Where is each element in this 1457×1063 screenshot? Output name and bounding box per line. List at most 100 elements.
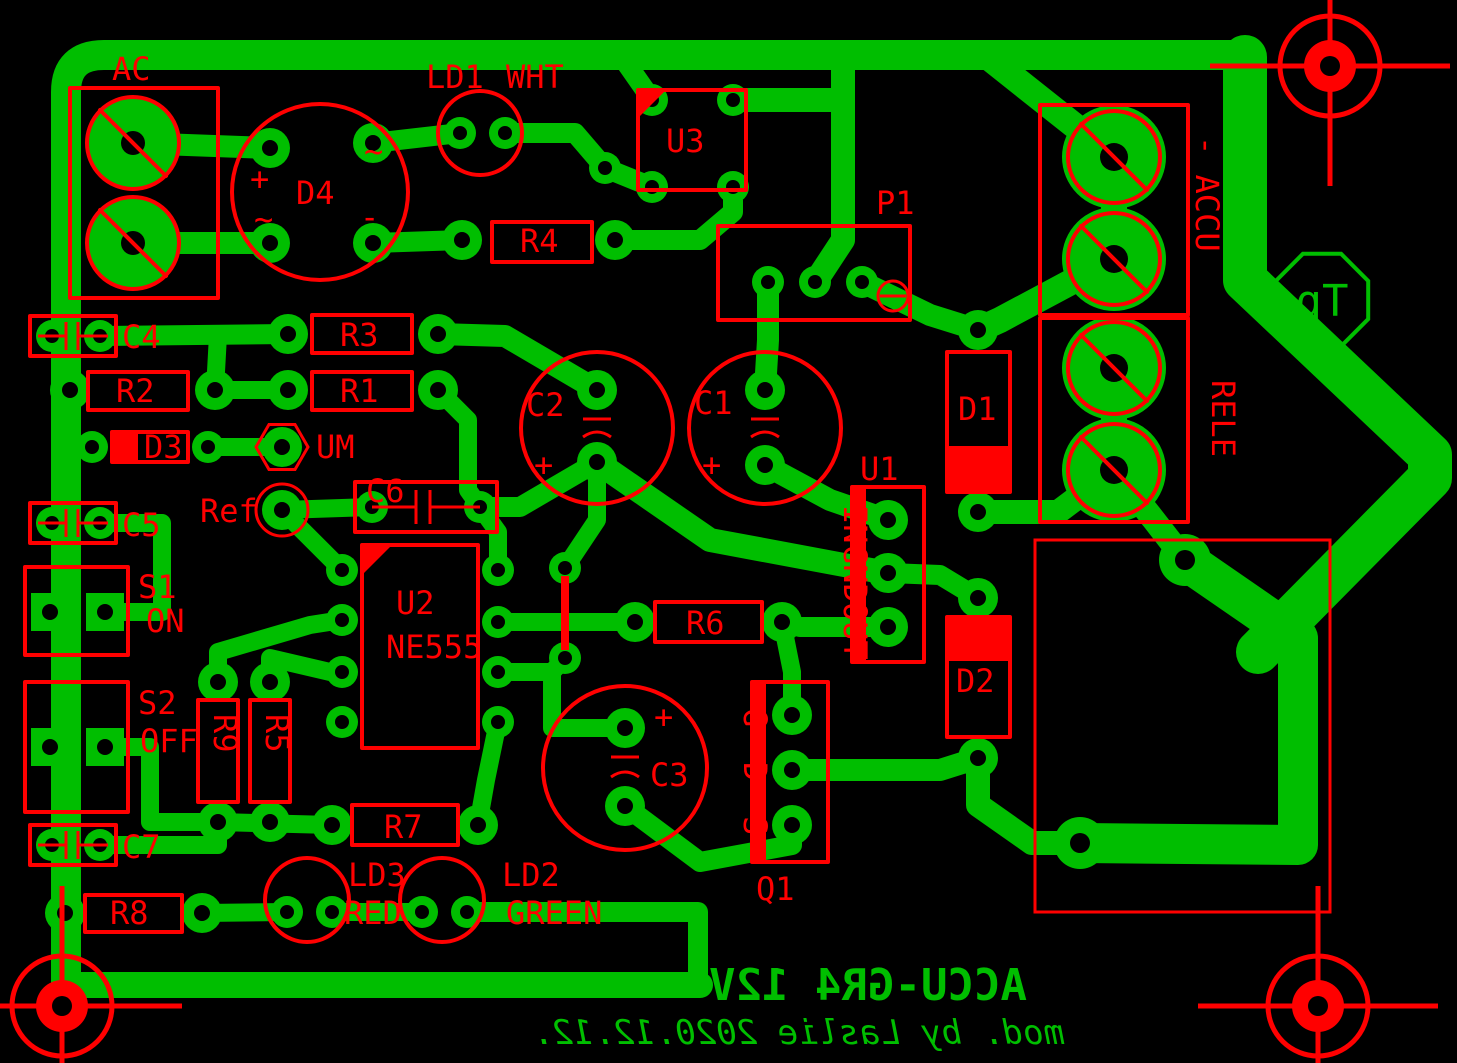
component-d3: D3 xyxy=(110,428,190,466)
pad xyxy=(262,427,302,467)
label-s2: S2 xyxy=(138,684,177,722)
label-r3: R3 xyxy=(340,316,379,354)
pad xyxy=(489,117,521,149)
pad xyxy=(482,706,514,738)
pad xyxy=(31,593,69,631)
pad xyxy=(772,805,812,845)
label-r4: R4 xyxy=(520,222,559,260)
component-d1: D1 xyxy=(945,350,1012,494)
label-ld2: LD2 xyxy=(502,856,560,894)
component-q1-mosfet: Q1 G D S xyxy=(736,680,830,908)
pad xyxy=(846,266,878,298)
pad xyxy=(577,442,617,482)
label-u3: U3 xyxy=(666,122,705,160)
pad xyxy=(250,802,290,842)
label-c2: C2 xyxy=(526,386,565,424)
pad xyxy=(577,370,617,410)
label-d1: D1 xyxy=(958,390,997,428)
pad xyxy=(442,220,482,260)
label-ld1-color: WHT xyxy=(506,58,564,96)
label-c4: C4 xyxy=(122,318,161,356)
pad xyxy=(595,220,635,260)
component-ld1: LD1 WHT xyxy=(426,58,564,177)
board-title-mirrored: ACCU-GR4 12V xyxy=(709,960,1027,1011)
pad xyxy=(589,152,621,184)
label-q1-pin-g: G xyxy=(736,708,774,727)
label-ld3-color: RED xyxy=(344,894,402,932)
label-r8: R8 xyxy=(110,894,149,932)
pad xyxy=(326,656,358,688)
label-d3: D3 xyxy=(144,428,183,466)
label-q1-pin-s: S xyxy=(736,816,774,835)
connector-accu-terminal: - ACCU xyxy=(1038,103,1226,317)
component-s1-switch: S1 ON xyxy=(23,565,185,657)
pad xyxy=(958,738,998,778)
pad xyxy=(605,708,645,748)
label-u1-pin-gnd: GND xyxy=(836,545,874,603)
label-ld3: LD3 xyxy=(348,856,406,894)
label-s1: S1 xyxy=(138,568,177,606)
component-c4: C4 xyxy=(28,314,161,358)
pad xyxy=(752,266,784,298)
pad xyxy=(482,656,514,688)
label-c1: C1 xyxy=(694,384,733,422)
component-r6: R6 xyxy=(653,600,764,644)
component-r8: R8 xyxy=(83,893,184,934)
logo-text: Tp xyxy=(1296,276,1349,327)
pad xyxy=(772,695,812,735)
component-s2-switch: S2 OFF xyxy=(23,680,198,814)
pad xyxy=(958,492,998,532)
label-um: UM xyxy=(316,428,355,466)
pad xyxy=(605,786,645,826)
component-d2: D2 xyxy=(945,615,1012,739)
label-r9: R9 xyxy=(206,714,244,753)
pad xyxy=(31,728,69,766)
label-q1-pin-d: D xyxy=(736,762,774,781)
pad xyxy=(195,370,235,410)
pad xyxy=(198,662,238,702)
pad xyxy=(745,445,785,485)
pad xyxy=(958,578,998,618)
component-p1-trimmer: P1 xyxy=(716,184,915,322)
component-r4: R4 xyxy=(490,220,594,264)
pad xyxy=(482,554,514,586)
component-u2-ne555: U2 NE555 xyxy=(360,543,482,750)
label-ld1: LD1 xyxy=(426,58,484,96)
pad xyxy=(1159,534,1211,586)
label-r6: R6 xyxy=(686,604,725,642)
component-c7: C7 xyxy=(28,823,161,867)
component-um-testpoint: UM xyxy=(254,423,355,471)
label-u1: U1 xyxy=(860,450,899,488)
component-c3: C3 + xyxy=(541,684,709,852)
pad xyxy=(418,370,458,410)
pad xyxy=(45,893,85,933)
pad xyxy=(326,554,358,586)
component-ref-testpoint: Ref xyxy=(200,482,310,538)
pad xyxy=(745,370,785,410)
pad xyxy=(444,117,476,149)
component-ld3: LD3 RED xyxy=(263,856,406,944)
label-r1: R1 xyxy=(340,372,379,410)
component-r5: R5 xyxy=(248,698,296,804)
pad xyxy=(262,490,302,530)
label-accu: - ACCU xyxy=(1188,136,1226,252)
label-d4-plus: + xyxy=(250,160,269,198)
pad xyxy=(268,370,308,410)
pad xyxy=(76,431,108,463)
pad xyxy=(636,171,668,203)
label-ld2-color: GREEN xyxy=(506,894,602,932)
label-u2-part: NE555 xyxy=(386,628,482,666)
pad xyxy=(458,805,498,845)
label-q1: Q1 xyxy=(756,870,795,908)
label-d2: D2 xyxy=(956,662,995,700)
pad xyxy=(326,706,358,738)
label-d4-minus: - xyxy=(360,198,379,236)
component-c1: C1 + xyxy=(687,350,843,506)
component-d4-bridge: D4 + ~ - ~ xyxy=(230,102,410,282)
component-r1: R1 xyxy=(310,370,414,412)
pad xyxy=(418,314,458,354)
pad xyxy=(615,602,655,642)
component-c5: C5 xyxy=(28,501,161,545)
label-rele: RELE xyxy=(1204,380,1242,457)
